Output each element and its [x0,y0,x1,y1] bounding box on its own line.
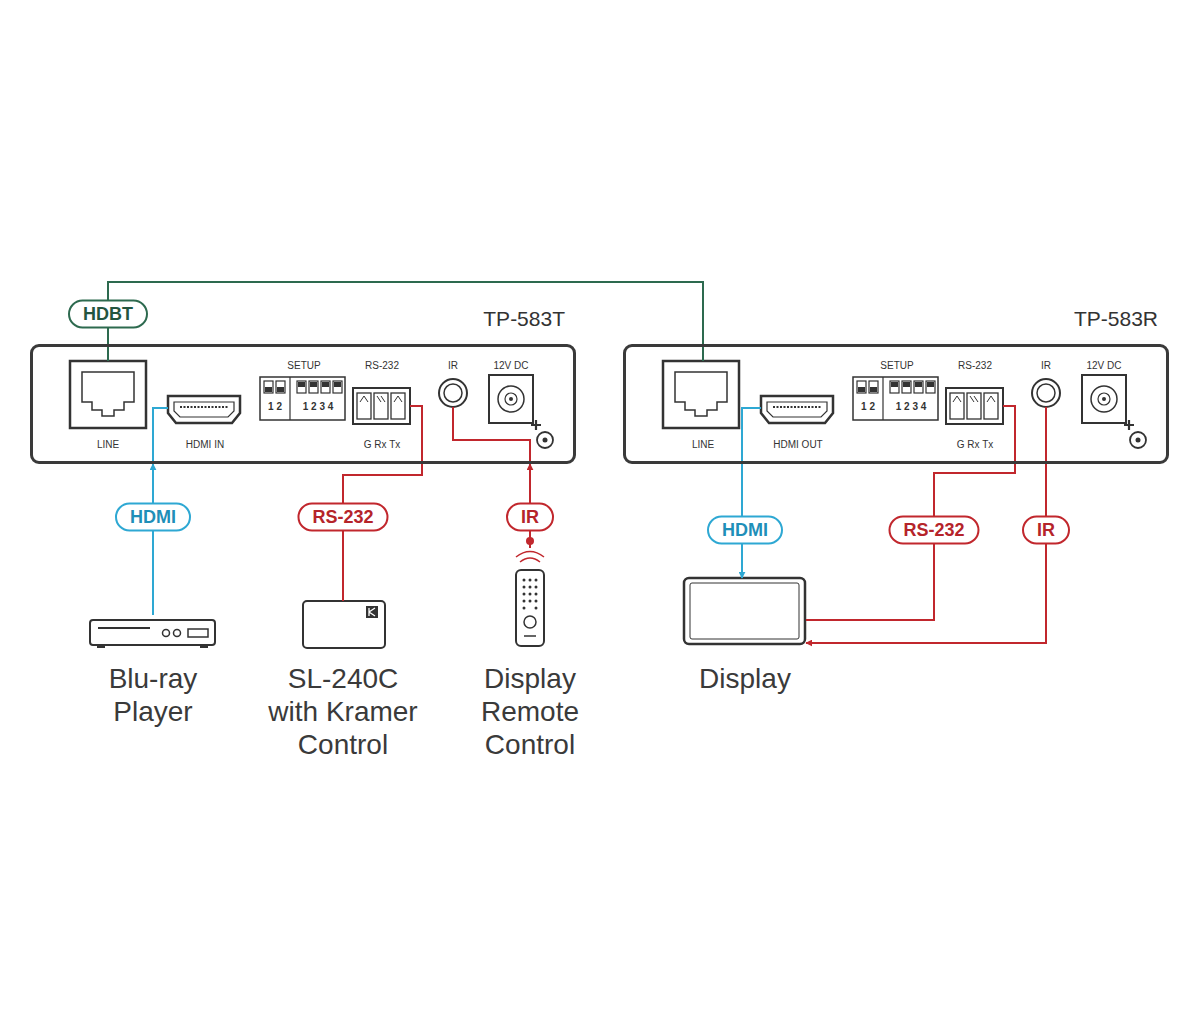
device-node: Display Remote Control [465,548,595,761]
model-name: TP-583T [483,307,565,331]
signal-tag: RS-232 [297,503,388,532]
port-label: LINE [97,439,119,450]
signal-tag: HDBT [68,300,148,329]
port-label: HDMI IN [186,439,224,450]
port-label: IR [1041,360,1051,371]
port-label: SETUP [287,360,320,371]
model-name: TP-583R [1074,307,1158,331]
device-caption: SL-240C with Kramer Control [263,662,423,761]
signal-tag: IR [1022,516,1070,545]
signal-tag: RS-232 [888,516,979,545]
signal-cable [806,464,1046,643]
signal-cable [152,464,154,615]
device-caption: Blu-ray Player [88,662,218,728]
dip-numbers: 1 2 [861,401,875,412]
signal-tag: HDMI [115,503,191,532]
port-label: G Rx Tx [957,439,993,450]
port-label: RS-232 [958,360,992,371]
port-label: 12V DC [493,360,528,371]
port-label: LINE [692,439,714,450]
device-node: SL-240C with Kramer Control [263,601,423,761]
port-label: SETUP [880,360,913,371]
signal-cable [343,464,422,601]
device-node: Blu-ray Player [88,615,218,728]
device-caption: Display Remote Control [465,662,595,761]
port-label: HDMI OUT [773,439,822,450]
dip-numbers: 1 2 [268,401,282,412]
dip-numbers: 1 2 3 4 [303,401,334,412]
dip-numbers: 1 2 3 4 [896,401,927,412]
port-label: G Rx Tx [364,439,400,450]
port-label: IR [448,360,458,371]
signal-tag: HDMI [707,516,783,545]
port-label: 12V DC [1086,360,1121,371]
signal-cable [806,464,1015,620]
device-node: Display [684,578,806,695]
signal-cable [108,282,703,344]
port-label: RS-232 [365,360,399,371]
device-caption: Display [684,662,806,695]
signal-tag: IR [506,503,554,532]
